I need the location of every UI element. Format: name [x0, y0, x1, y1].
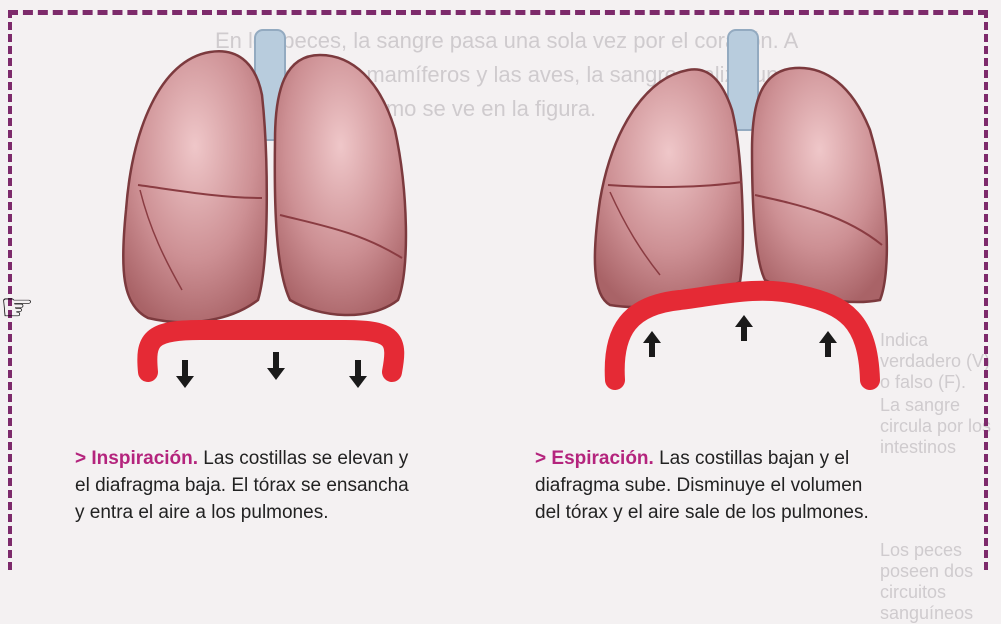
up-arrow-icon: [735, 315, 753, 341]
inspiration-term: Inspiración.: [91, 448, 199, 469]
background-text-line1: En los peces, la sangre pasa una sola ve…: [215, 28, 799, 53]
caption-marker-icon: >: [75, 448, 87, 469]
caption-marker-icon: >: [535, 448, 547, 469]
inspiration-text-2: el diafragma baja. El tórax se ensancha: [75, 475, 409, 496]
inspiration-diaphragm: [137, 320, 405, 382]
expiration-text-1: Las costillas bajan y el: [653, 448, 850, 469]
expiration-text-3: del tórax y el aire sale de los pulmones…: [535, 502, 869, 523]
up-arrow-icon: [819, 331, 837, 357]
expiration-right-lung: [750, 66, 889, 304]
inspiration-left-fissure-2: [139, 189, 183, 291]
inspiration-caption: > Inspiración. Las costillas se elevan y…: [75, 445, 409, 526]
content-frame: [8, 10, 988, 570]
expiration-caption: > Espiración. Las costillas bajan y el d…: [535, 445, 869, 526]
down-arrow-icon: [176, 360, 194, 388]
expiration-up-arrows: [643, 315, 837, 357]
expiration-term: Espiración.: [551, 448, 654, 469]
background-question-1: La sangre circula por los intestinos: [880, 395, 992, 457]
expiration-left-lung: [593, 68, 745, 309]
respiration-figure: [122, 29, 889, 390]
inspiration-left-fissure: [137, 184, 263, 199]
expiration-trachea: [727, 29, 759, 131]
inspiration-down-arrows: [176, 352, 367, 388]
pointing-hand-icon: ☞: [0, 287, 35, 329]
expiration-right-fissure: [754, 194, 883, 246]
inspiration-caption-line1: > Inspiración. Las costillas se elevan y: [75, 445, 409, 472]
expiration-diaphragm: [604, 280, 880, 390]
background-question: Indica verdadero (V) o falso (F).: [880, 330, 991, 392]
down-arrow-icon: [267, 352, 285, 380]
inspiration-lungs: [122, 29, 408, 388]
up-arrow-icon: [643, 331, 661, 357]
down-arrow-icon: [349, 360, 367, 388]
expiration-text-2: diafragma sube. Disminuye el volumen: [535, 475, 863, 496]
inspiration-text-1: Las costillas se elevan y: [198, 448, 409, 469]
inspiration-text-3: y entra el aire a los pulmones.: [75, 502, 329, 523]
expiration-lungs: [593, 29, 889, 390]
inspiration-right-lung: [273, 53, 408, 317]
inspiration-right-fissure: [279, 214, 403, 259]
expiration-caption-line1: > Espiración. Las costillas bajan y el: [535, 445, 869, 472]
expiration-left-fissure-2: [609, 191, 661, 276]
expiration-left-fissure: [607, 181, 743, 188]
